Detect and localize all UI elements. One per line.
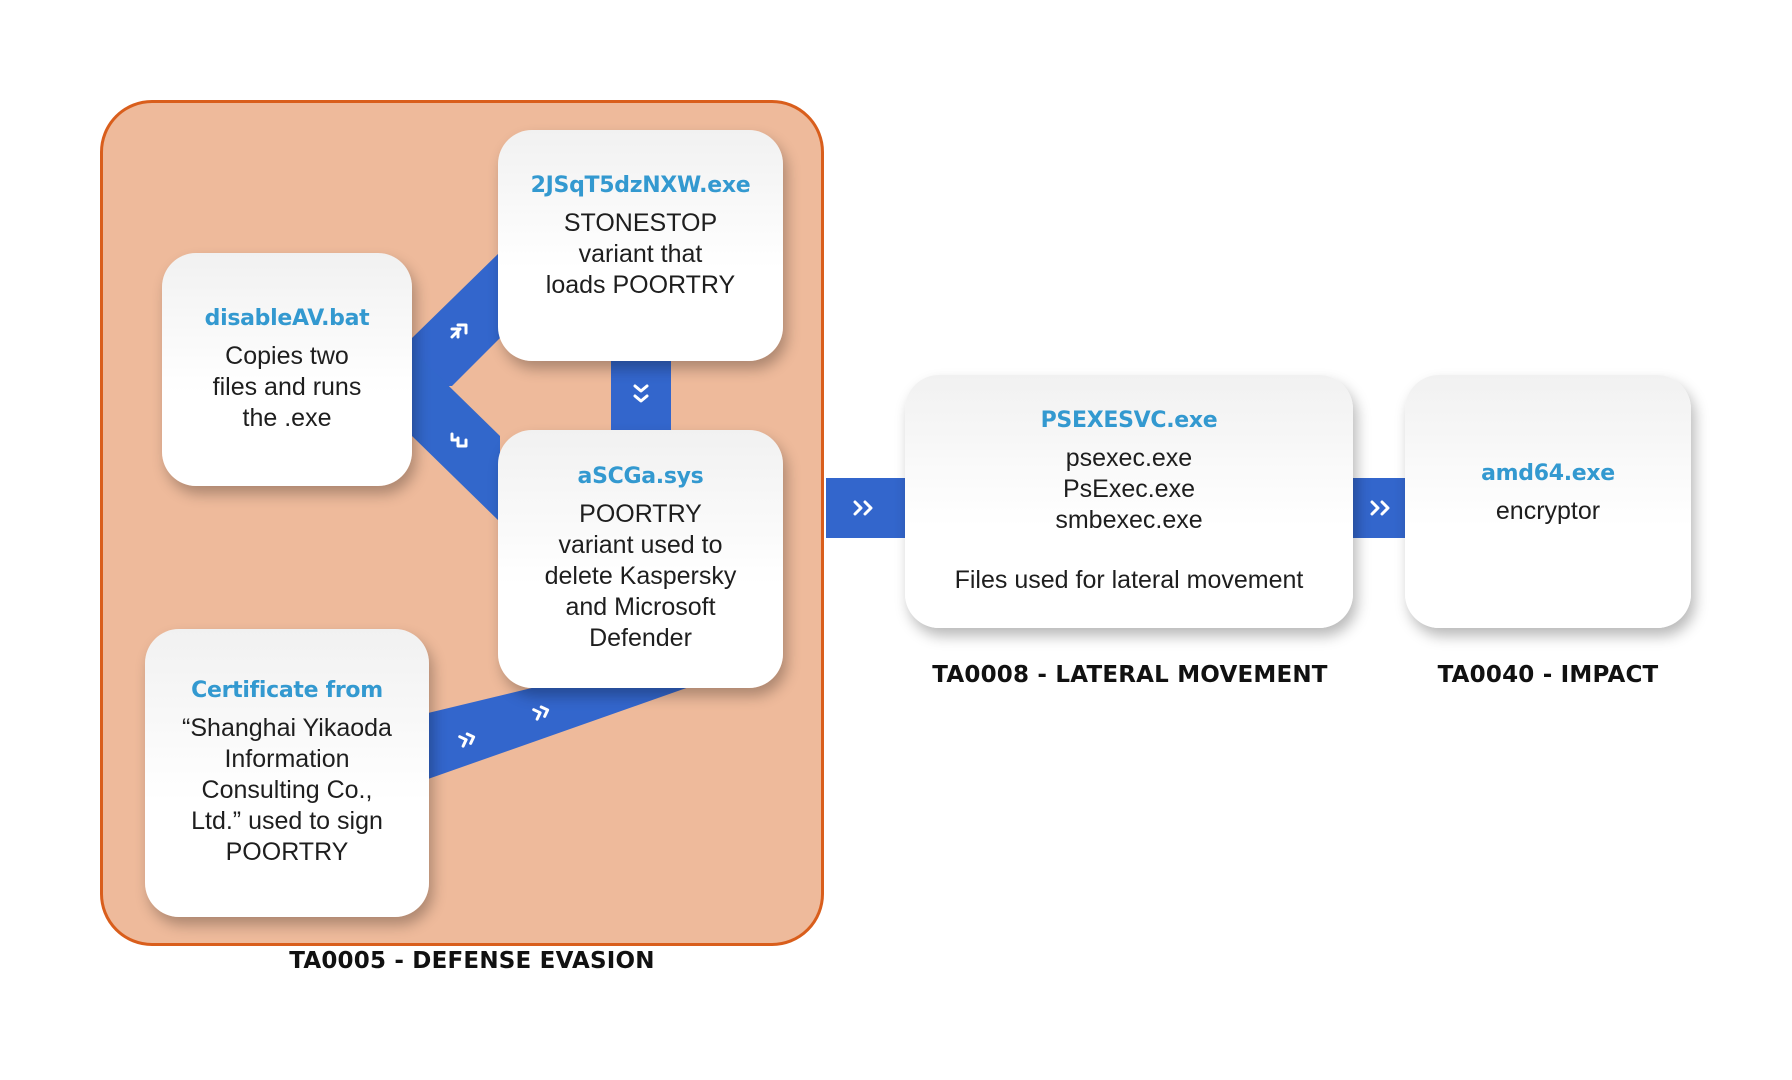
description-line: POORTRY [225,838,349,866]
node-description: encryptor [1496,496,1600,527]
double-chevron-down-right-icon [450,432,468,448]
node-psexesvc: PSEXESVC.exe psexec.exe PsExec.exe smbex… [905,375,1353,628]
description-line: Consulting Co., [201,776,373,804]
description-line: smbexec.exe [1055,506,1203,534]
node-description: “Shanghai Yikaoda Information Consulting… [182,713,392,868]
description-line: files and runs [212,372,362,401]
node-description: STONESTOP variant that loads POORTRY [546,208,735,301]
node-title: amd64.exe [1481,461,1615,486]
description-line: STONESTOP [563,209,718,237]
node-certificate: Certificate from “Shanghai Yikaoda Infor… [145,629,429,917]
node-title: 2JSqT5dzNXW.exe [530,173,751,198]
connector-defense-to-psexesvc [826,478,908,538]
double-chevron-right-icon [532,705,550,721]
description-line: loads POORTRY [545,271,736,299]
node-title: Certificate from [191,678,383,703]
node-disableav: disableAV.bat Copies two files and runs … [162,253,412,486]
description-line: delete Kaspersky [544,562,737,590]
description-line: Ltd.” used to sign [191,807,383,835]
node-description: psexec.exe PsExec.exe smbexec.exe [1055,443,1202,536]
node-description: POORTRY variant used to delete Kaspersky… [545,499,737,654]
description-line: Information [224,745,350,773]
node-title: aSCGa.sys [577,464,704,489]
connector-disableav-to-ascga [412,350,500,522]
node-note: Files used for lateral movement [954,566,1304,594]
double-chevron-right-icon [1370,500,1390,516]
description-line: variant that [578,240,703,268]
description-line: the .exe [242,403,332,432]
connector-disableav-to-stonestop [412,252,500,386]
double-chevron-right-icon [853,500,873,516]
node-ascga: aSCGa.sys POORTRY variant used to delete… [498,430,783,688]
node-amd64: amd64.exe encryptor [1405,375,1691,628]
description-line: POORTRY [579,500,702,528]
double-chevron-right-icon [458,732,476,748]
node-title: PSEXESVC.exe [1040,408,1218,433]
stage-label-defense-evasion: TA0005 - DEFENSE EVASION [289,948,655,974]
node-description: Copies two files and runs the .exe [213,341,362,434]
description-line: Copies two [225,341,349,370]
description-line: Defender [589,624,692,652]
description-line: variant used to [558,531,723,559]
description-line: PsExec.exe [1062,475,1195,503]
stage-label-lateral-movement: TA0008 - LATERAL MOVEMENT [932,662,1328,688]
description-line: psexec.exe [1065,444,1193,472]
description-line: encryptor [1495,497,1601,525]
connector-certificate-to-ascga [428,686,692,779]
connector-stonestop-to-ascga [611,358,671,432]
description-line: and Microsoft [565,593,716,621]
node-stonestop: 2JSqT5dzNXW.exe STONESTOP variant that l… [498,130,783,361]
description-line: “Shanghai Yikaoda [182,714,392,742]
double-chevron-up-right-icon [450,323,468,339]
stage-label-impact: TA0040 - IMPACT [1437,662,1659,688]
double-chevron-down-icon [633,384,649,403]
node-title: disableAV.bat [204,305,370,331]
